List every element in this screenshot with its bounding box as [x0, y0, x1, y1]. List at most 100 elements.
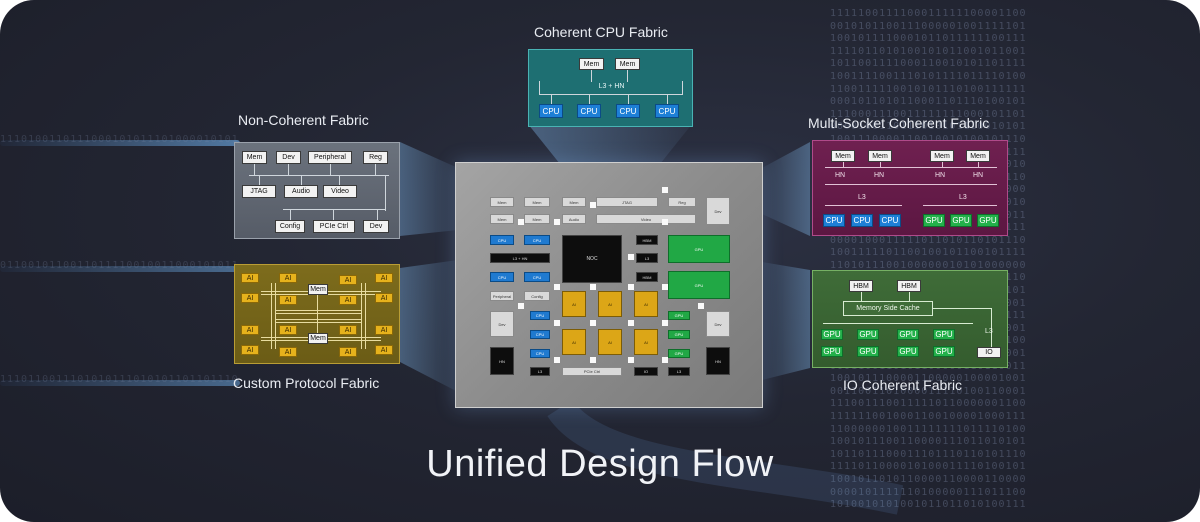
chip-cpu: CPU: [524, 272, 550, 282]
mem-block: Mem: [868, 150, 892, 162]
mesh-line: [275, 310, 361, 311]
bus-line: [880, 162, 881, 168]
mem-link: [627, 70, 628, 82]
gpu-block: GPU: [857, 329, 879, 340]
bus-line: [330, 164, 331, 176]
light-strip: [0, 140, 240, 146]
bus-line: [942, 162, 943, 168]
cpu-block: CPU: [879, 214, 901, 227]
coherent-cpu-fabric-caption: Coherent CPU Fabric: [534, 24, 668, 40]
bus-line: [923, 205, 997, 206]
ai-block: AI: [375, 345, 393, 355]
chip-dev: Dev: [706, 311, 730, 337]
chip-l3: L3: [530, 367, 550, 376]
video-block: Video: [323, 185, 357, 198]
ai-block: AI: [241, 325, 259, 335]
l3-hn-bus: [682, 81, 683, 95]
chip-ai: AI: [634, 329, 658, 355]
chip-audio: Audio: [562, 214, 586, 224]
memory-side-cache: Memory Side Cache: [843, 301, 933, 316]
ai-block: AI: [375, 273, 393, 283]
config-block: Config: [275, 220, 305, 233]
mem-block: Mem: [615, 58, 640, 70]
unified-chip: Mem Mem Mem JTAG Reg Dev Mem Mem Audio V…: [455, 162, 763, 408]
bus-line: [933, 308, 991, 309]
router-node: [662, 187, 668, 193]
gpu-block: GPU: [857, 346, 879, 357]
mem-link: [591, 70, 592, 82]
cpu-link: [628, 94, 629, 104]
io-block: IO: [977, 347, 1001, 358]
chip-mem: Mem: [490, 197, 514, 207]
chip-cpu: CPU: [530, 330, 550, 339]
multi-socket-fabric-panel: Mem Mem Mem Mem HN HN HN HN L3 L3 CPU CP…: [812, 140, 1008, 236]
bus-line: [339, 175, 340, 185]
cpu-link: [589, 94, 590, 104]
mesh-line: [317, 293, 318, 339]
bus-line: [825, 205, 902, 206]
router-node: [554, 284, 560, 290]
bus-line: [823, 323, 973, 324]
gpu-block: GPU: [923, 214, 945, 227]
custom-protocol-fabric-panel: AI AI AI AI AI AI AI AI AI AI AI AI AI A…: [234, 264, 400, 364]
router-node: [518, 303, 524, 309]
custom-protocol-fabric-caption: Custom Protocol Fabric: [233, 375, 380, 391]
router-node: [518, 219, 524, 225]
router-node: [662, 357, 668, 363]
chip-cpu: CPU: [490, 235, 514, 245]
chip-cpu: CPU: [530, 349, 550, 358]
mesh-line: [275, 283, 276, 349]
gpu-block: GPU: [933, 329, 955, 340]
chip-reg: Reg: [668, 197, 696, 207]
bus-line: [978, 162, 979, 168]
gpu-block: GPU: [821, 346, 843, 357]
light-strip: [0, 266, 240, 272]
ai-block: AI: [339, 275, 357, 285]
hbm-block: HBM: [897, 280, 921, 292]
bus-line: [843, 162, 844, 168]
router-node: [554, 320, 560, 326]
router-node: [590, 202, 596, 208]
chip-gpu-large: GPU: [668, 235, 730, 263]
bus-line: [991, 308, 992, 348]
gpu-block: GPU: [950, 214, 972, 227]
bus-line: [259, 175, 260, 185]
chip-mem: Mem: [562, 197, 586, 207]
mem-block: Mem: [930, 150, 954, 162]
chip-video: Video: [596, 214, 696, 224]
multi-socket-fabric-caption: Multi-Socket Coherent Fabric: [808, 115, 990, 131]
binary-strip: 1110100110111000101011101000010101: [0, 134, 239, 145]
chip-dev: Dev: [490, 311, 514, 337]
ai-block: AI: [375, 293, 393, 303]
binary-strip: 0110010110011011110010011000101011: [0, 260, 239, 271]
ai-block: AI: [339, 325, 357, 335]
chip-jtag: JTAG: [596, 197, 658, 207]
audio-block: Audio: [284, 185, 318, 198]
router-node: [628, 254, 634, 260]
reg-block: Reg: [363, 151, 388, 164]
bus-line: [825, 167, 997, 168]
ai-block: AI: [279, 325, 297, 335]
chip-cpu: CPU: [490, 272, 514, 282]
gpu-block: GPU: [897, 346, 919, 357]
gpu-block: GPU: [821, 329, 843, 340]
bus-line: [861, 292, 862, 301]
hbm-block: HBM: [849, 280, 873, 292]
non-coherent-fabric-caption: Non-Coherent Fabric: [238, 112, 369, 128]
router-node: [662, 320, 668, 326]
mem-block: Mem: [308, 284, 328, 295]
chip-hn: HN: [490, 347, 514, 375]
router-node: [628, 357, 634, 363]
bus-line: [254, 164, 255, 176]
bus-line: [249, 175, 389, 176]
chip-ai: AI: [562, 291, 586, 317]
router-node: [628, 320, 634, 326]
mesh-line: [271, 283, 272, 349]
chip-gpu: GPU: [668, 311, 690, 320]
cpu-block: CPU: [577, 104, 601, 118]
chip-cpu: CPU: [524, 235, 550, 245]
router-node: [628, 284, 634, 290]
l3-label: L3: [985, 328, 993, 335]
hn-label: HN: [935, 172, 946, 179]
bus-line: [377, 209, 378, 220]
